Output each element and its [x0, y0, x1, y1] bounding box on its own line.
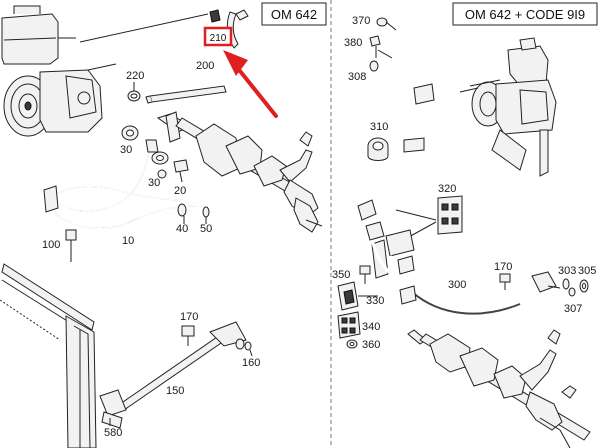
radiator-frame [0, 263, 97, 448]
label-170a: 170 [180, 311, 198, 323]
label-308: 308 [348, 71, 366, 83]
label-220: 220 [126, 70, 144, 82]
seal-307 [568, 287, 576, 297]
hose-10 [43, 139, 201, 230]
label-10: 10 [122, 235, 134, 247]
fitting-305 [579, 279, 589, 293]
fitting-380 [369, 35, 381, 58]
seal-40 [177, 203, 187, 217]
label-340: 340 [362, 321, 380, 333]
label-30a: 30 [120, 144, 132, 156]
label-30b: 30 [148, 177, 160, 189]
hose-200 [145, 85, 227, 104]
pump-right [459, 37, 557, 177]
highlight-arrow [223, 50, 278, 118]
label-303: 303 [558, 265, 576, 277]
clamp-220 [127, 82, 141, 102]
part-310 [367, 137, 389, 161]
fitting-370 [376, 17, 388, 27]
panel-right-title: OM 642 + CODE 9I9 [465, 7, 585, 22]
panel-right-title-box [452, 2, 598, 26]
bolt-350 [359, 265, 371, 284]
leader-line-top [79, 13, 209, 43]
label-307: 307 [564, 303, 582, 315]
label-20: 20 [174, 185, 186, 197]
tie-rod-150 [99, 321, 247, 429]
steering-gear-left [156, 111, 323, 233]
bolt-20 [173, 159, 189, 183]
block-340 [337, 311, 361, 339]
label-330: 330 [366, 295, 384, 307]
label-305: 305 [578, 265, 596, 277]
nut-360 [346, 339, 358, 349]
label-160: 160 [242, 357, 260, 369]
seal-50 [202, 206, 210, 218]
highlight-label: 210 [210, 33, 227, 44]
label-350: 350 [332, 269, 350, 281]
label-320: 320 [438, 183, 456, 195]
label-310: 310 [370, 121, 388, 133]
pump-body [39, 63, 117, 133]
bracket-320 [395, 195, 463, 245]
washer-30b [151, 151, 169, 179]
panel-left-title-box [261, 2, 327, 26]
label-170b: 170 [494, 261, 512, 273]
nut-170b [499, 273, 511, 290]
label-370: 370 [352, 15, 370, 27]
label-580: 580 [104, 427, 122, 439]
steering-gear-right [407, 329, 591, 448]
label-50: 50 [200, 223, 212, 235]
pressure-line-right [357, 28, 435, 241]
label-100: 100 [42, 239, 60, 251]
label-300: 300 [448, 279, 466, 291]
bolt-100 [65, 229, 77, 262]
label-40: 40 [176, 223, 188, 235]
panel-left-title: OM 642 [271, 7, 317, 22]
fluid-reservoir [1, 5, 76, 65]
nut-170a [181, 325, 195, 346]
washer-30a [121, 125, 139, 141]
highlight-box [203, 26, 233, 47]
clip-330 [337, 281, 378, 311]
fitting-303 [562, 278, 570, 290]
label-380: 380 [344, 37, 362, 49]
washer-160 [235, 338, 253, 357]
seal-308 [369, 60, 379, 72]
label-150: 150 [166, 385, 184, 397]
return-line-300 [370, 239, 557, 315]
label-200: 200 [196, 60, 214, 72]
label-360: 360 [362, 339, 380, 351]
